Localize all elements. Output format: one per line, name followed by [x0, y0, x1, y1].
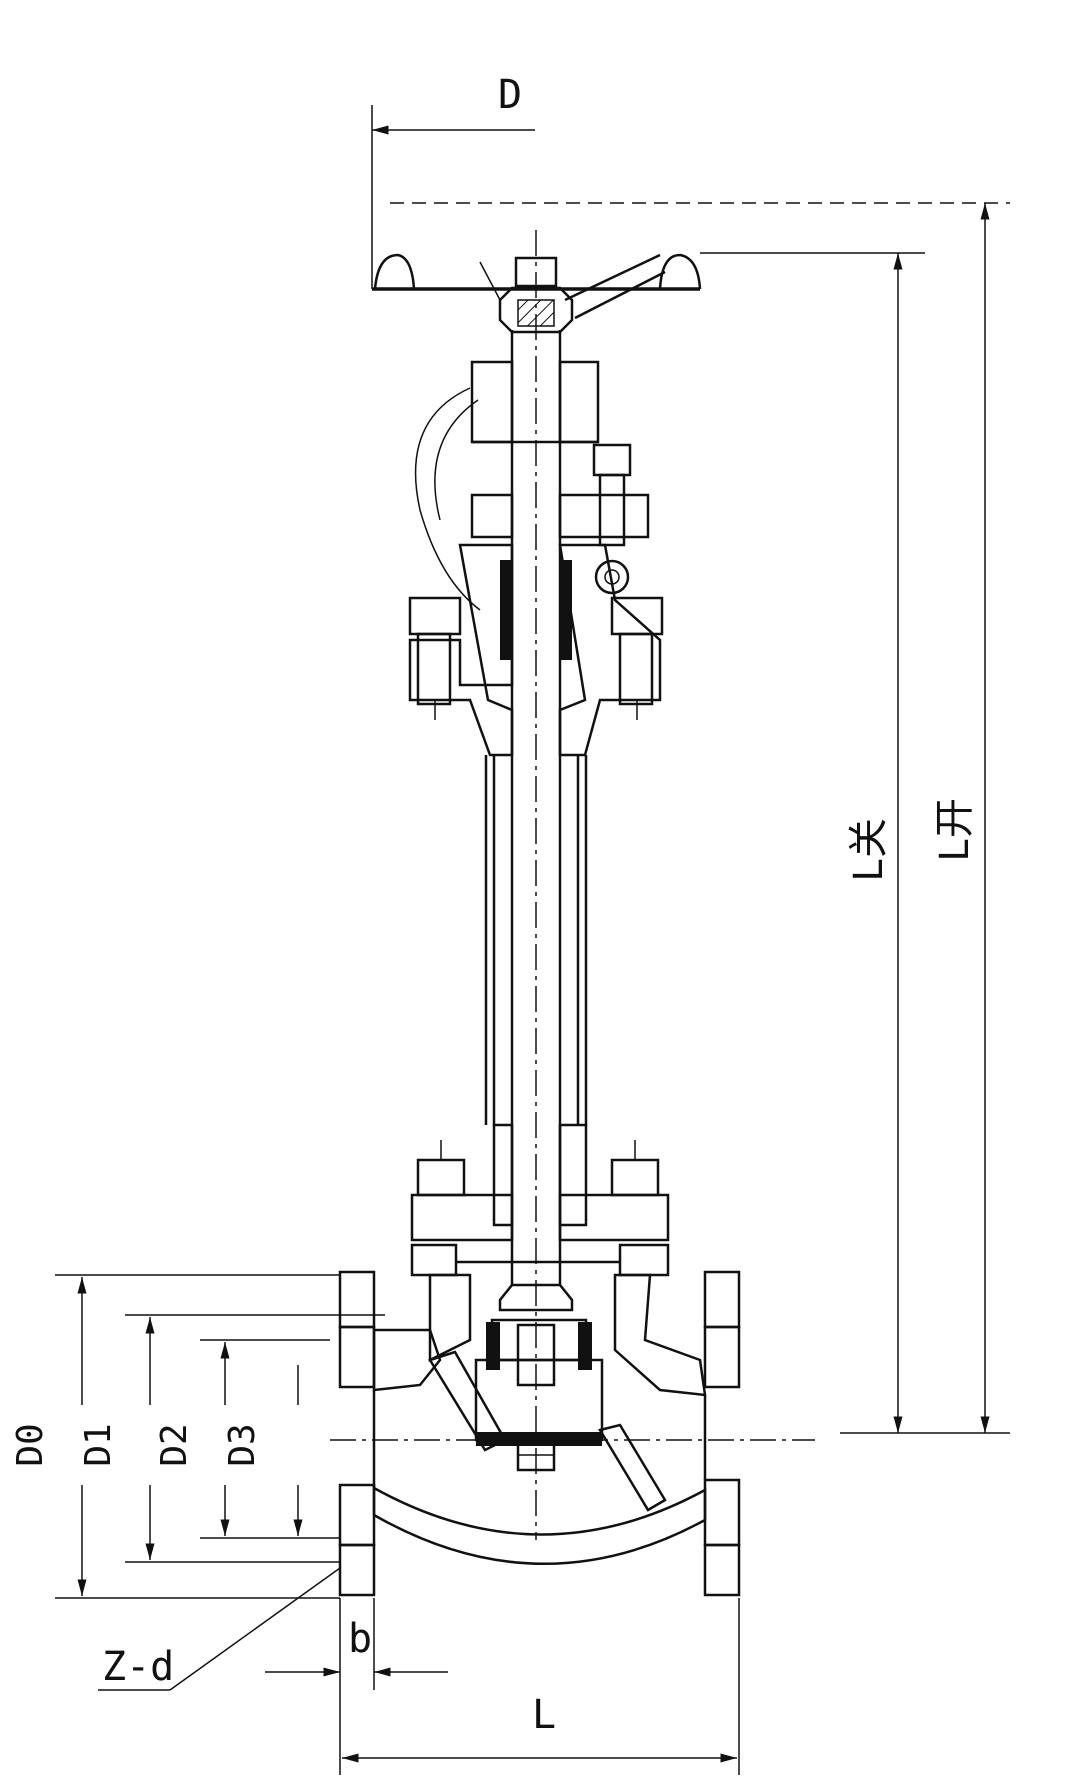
- label-b: b: [348, 1616, 372, 1662]
- label-D1: D1: [78, 1423, 119, 1466]
- label-D: D: [498, 72, 522, 118]
- label-D2: D2: [154, 1423, 195, 1466]
- gland-assembly: [414, 360, 650, 611]
- label-D3: D3: [222, 1423, 263, 1466]
- bonnet-upper: [408, 543, 664, 757]
- bonnet-lower: [410, 1123, 670, 1277]
- dim-face-to-face: L: [342, 1598, 740, 1775]
- label-L: L: [532, 1692, 556, 1738]
- extension-column: [484, 755, 588, 1125]
- label-D0: D0: [10, 1423, 51, 1466]
- dim-flange-thickness: b: [265, 1598, 448, 1775]
- dim-flange-diameters: D0 D1 D2 D3: [10, 1274, 385, 1599]
- label-L-open: L开: [932, 798, 978, 862]
- valve-disc: [474, 1283, 604, 1472]
- label-Z-d: Z-d: [102, 1644, 174, 1690]
- valve-body: [338, 1270, 741, 1597]
- label-L-close: L关: [846, 818, 892, 882]
- dim-handwheel-diameter: D: [371, 72, 535, 289]
- dim-bolt-holes: Z-d: [98, 1567, 341, 1691]
- dim-heights: L关 L开: [390, 202, 1010, 1434]
